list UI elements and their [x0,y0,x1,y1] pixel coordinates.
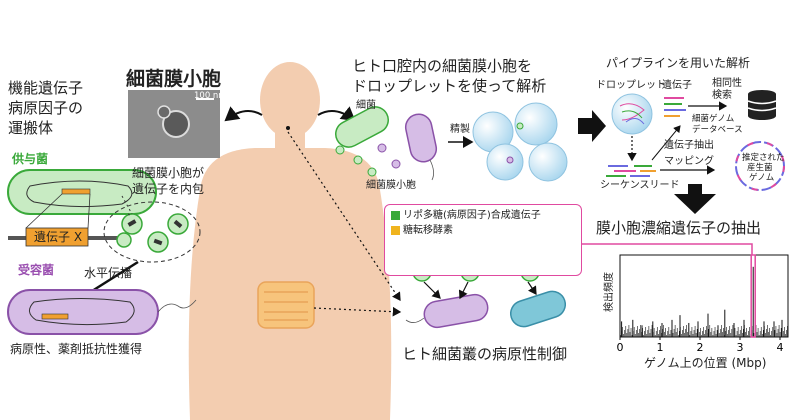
chart-bars [620,254,788,338]
oral-title-line2: ドロップレットを使って解析 [352,77,547,95]
horizontal-transfer-label: 水平伝播 [84,266,133,280]
pipeline-title: パイプラインを用いた解析 [606,56,751,70]
left-caption-line1: 機能遺伝子 [8,79,84,97]
chart-xlabel: ゲノム上の位置 (Mbp) [644,356,767,370]
donor-bacterium [7,169,157,215]
sequence-reads-icon [606,165,656,177]
droplet-label: ドロップレット [596,80,666,91]
detection-frequency-chart: 0 1 2 3 4 [617,254,789,354]
vesicle-contains-line2: 遺伝子を内包 [132,182,205,196]
gene-x-label: 遺伝子 X [34,230,83,244]
droplets [472,102,568,182]
chart-x-tick-label: 3 [737,341,744,354]
gene-x-construct [8,193,120,247]
gut-to-bacteria-connector [313,306,402,317]
gene-word-label: 遺伝子 [662,80,692,91]
chart-plot-area [619,254,789,338]
bacteria-label: 細菌 [356,100,376,111]
human-body-figure [188,62,392,420]
chart-highlight-region [750,254,756,338]
vesicle-contains-line1: 細菌膜小胞が [132,166,205,180]
pathogenicity-label: ヒト細菌叢の病原性制御 [402,345,568,363]
to-pipeline-arrow [578,110,606,142]
tem-micrograph [128,90,220,158]
legend-item-gt: 糖転移酵素 [391,225,453,237]
left-caption-line2: 病原因子の [8,99,84,117]
db-label-line2: データベース [692,125,743,135]
legend-label-gt: 糖転移酵素 [403,225,453,236]
oral-title-line1: ヒト口腔内の細菌膜小胞を [352,57,533,75]
donor-to-vesicle-connector [121,195,133,215]
outcome-label: 病原性、薬剤抵抗性獲得 [10,342,143,356]
mapping-label: マッピング [664,156,714,167]
page-title: 細菌膜小胞 [126,68,222,90]
database-icon [747,90,777,120]
estimated-genome-line2: 産生菌 [747,163,773,173]
mouth-to-bacteria-connector [287,131,401,301]
left-caption-line3: 運搬体 [8,119,54,137]
pipeline-droplet [611,93,653,135]
gene-extract-arrow [651,125,681,161]
estimated-genome-line3: ゲノム [749,173,775,183]
estimated-genome-line1: 推定された [742,153,785,163]
gene-legend-box: リポ多糖(病原因子)合成遺伝子 糖転移酵素 [384,204,582,276]
head-to-microscope-arrow [224,106,263,122]
chart-x-ticks: 0 1 2 3 4 [617,337,784,354]
chart-x-tick-label: 1 [657,341,664,354]
to-extraction-arrow [674,184,716,214]
gene-extract-label: 遺伝子抽出 [664,140,714,151]
chart-x-tick-label: 2 [697,341,704,354]
homology-label-line2: 検索 [712,90,732,101]
recipient-gene-segment [41,313,69,320]
gene-lines-icon [664,97,686,117]
estimated-genome-icon [735,141,785,191]
legend-swatch-gt [391,225,400,235]
oral-bacteria-illustration [335,106,438,181]
chart-x-tick-label: 0 [617,341,624,354]
highlight-callout-line [580,243,753,255]
donor-label: 供与菌 [12,152,49,166]
flagellum [157,299,197,313]
vesicle-cluster [103,201,201,263]
recipient-label: 受容菌 [18,263,55,277]
chart-x-tick-label: 4 [777,341,784,354]
homology-label-line1: 相同性 [712,78,742,89]
scale-bar-label: 100 nm [194,91,227,101]
legend-label-lps: リポ多糖(病原因子)合成遺伝子 [403,210,541,221]
chart-ylabel: 検出頻度 [604,272,615,312]
legend-item-lps: リポ多糖(病原因子)合成遺伝子 [391,210,541,222]
extraction-title: 膜小胞濃縮遺伝子の抽出 [596,219,762,237]
gut-icon [257,281,315,329]
donor-gene-segment [61,188,91,195]
vesicle-label: 細菌膜小胞 [366,180,416,191]
db-label-line1: 細菌ゲノム [692,114,735,124]
legend-swatch-lps [391,210,400,220]
recipient-bacterium [7,289,197,335]
purify-label: 精製 [450,124,470,135]
sequence-reads-label: シーケンスリード [600,180,680,191]
